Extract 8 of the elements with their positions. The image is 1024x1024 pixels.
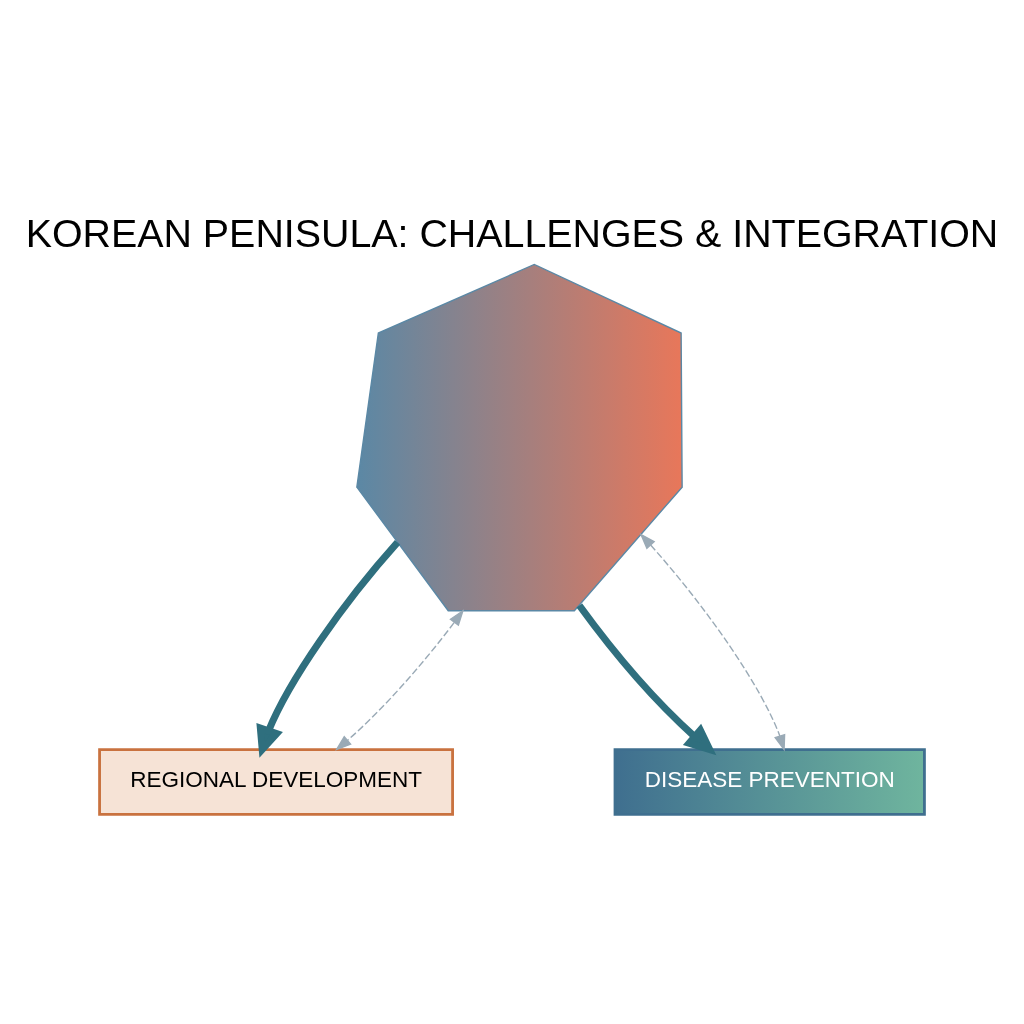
node-box: REGIONAL DEVELOPMENT xyxy=(98,748,454,816)
node-picture xyxy=(356,263,683,612)
node-box: DISEASE PREVENTION xyxy=(613,748,926,816)
arrow xyxy=(576,603,717,756)
arrow xyxy=(335,609,465,751)
arrow xyxy=(256,540,401,758)
arrow xyxy=(639,532,786,752)
diagram-title: KOREAN PENISULA: CHALLENGES & INTEGRATION xyxy=(25,210,999,255)
